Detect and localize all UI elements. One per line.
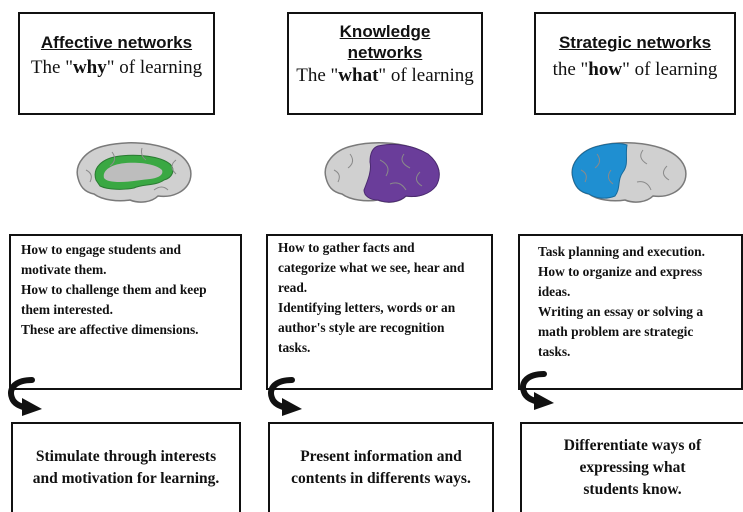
knowledge-desc-line: Identifying letters, words or an (278, 300, 456, 315)
strategic-action-box: Differentiate ways of expressing what st… (520, 422, 743, 512)
strategic-desc-line: Task planning and execution. (538, 244, 705, 259)
strategic-curved-arrow-icon (520, 371, 554, 410)
knowledge-desc-line: author's style are recognition (278, 320, 445, 335)
affective-action-box: Stimulate through interests and motivati… (11, 422, 241, 512)
knowledge-action-box: Present information and contents in diff… (268, 422, 494, 512)
affective-desc-line: them interested. (21, 302, 113, 317)
knowledge-desc-line: How to gather facts and (278, 240, 415, 255)
affective-subtitle: The "why" of learning (30, 57, 203, 78)
knowledge-heading-line-2: networks (347, 43, 423, 62)
strategic-heading: Strategic networks (558, 33, 712, 52)
affective-title-box: Affective networks The "why" of learning (18, 12, 215, 115)
affective-description-box: How to engage students and motivate them… (9, 234, 242, 390)
strategic-brain-icon (571, 142, 687, 203)
strategic-subtitle: the "how" of learning (552, 59, 718, 80)
knowledge-brain-icon (324, 142, 440, 203)
affective-desc-line: How to challenge them and keep (21, 282, 207, 297)
affective-brain-icon (76, 142, 192, 203)
affective-desc-line: motivate them. (21, 262, 107, 277)
strategic-description-box: Task planning and execution. How to orga… (518, 234, 743, 390)
knowledge-subtitle: The "what" of learning (296, 65, 474, 86)
strategic-desc-line: math problem are strategic (538, 324, 694, 339)
knowledge-desc-line: tasks. (278, 340, 311, 355)
knowledge-curved-arrow-icon (268, 377, 302, 416)
knowledge-heading-line-1: Knowledge (339, 22, 431, 41)
affective-curved-arrow-icon (8, 377, 42, 416)
strategic-desc-line: ideas. (538, 284, 571, 299)
knowledge-description-box: How to gather facts and categorize what … (266, 234, 493, 390)
strategic-desc-line: Writing an essay or solving a (538, 304, 704, 319)
strategic-action-line: students know. (583, 481, 682, 498)
strategic-action-line: Differentiate ways of (563, 437, 702, 454)
strategic-title-box: Strategic networks the "how" of learning (534, 12, 736, 115)
knowledge-desc-line: read. (278, 280, 308, 295)
affective-action-line: and motivation for learning. (32, 470, 220, 487)
knowledge-title-box: Knowledge networks The "what" of learnin… (287, 12, 483, 115)
affective-action-line: Stimulate through interests (35, 448, 217, 465)
knowledge-desc-line: categorize what we see, hear and (278, 260, 465, 275)
knowledge-action-line: contents in differents ways. (291, 470, 471, 487)
strategic-action-line: expressing what (579, 459, 686, 476)
strategic-desc-line: tasks. (538, 344, 571, 359)
strategic-desc-line: How to organize and express (538, 264, 703, 279)
affective-desc-line: How to engage students and (21, 242, 181, 257)
knowledge-action-line: Present information and (300, 448, 462, 465)
affective-heading: Affective networks (40, 33, 193, 52)
affective-desc-line: These are affective dimensions. (21, 322, 199, 337)
